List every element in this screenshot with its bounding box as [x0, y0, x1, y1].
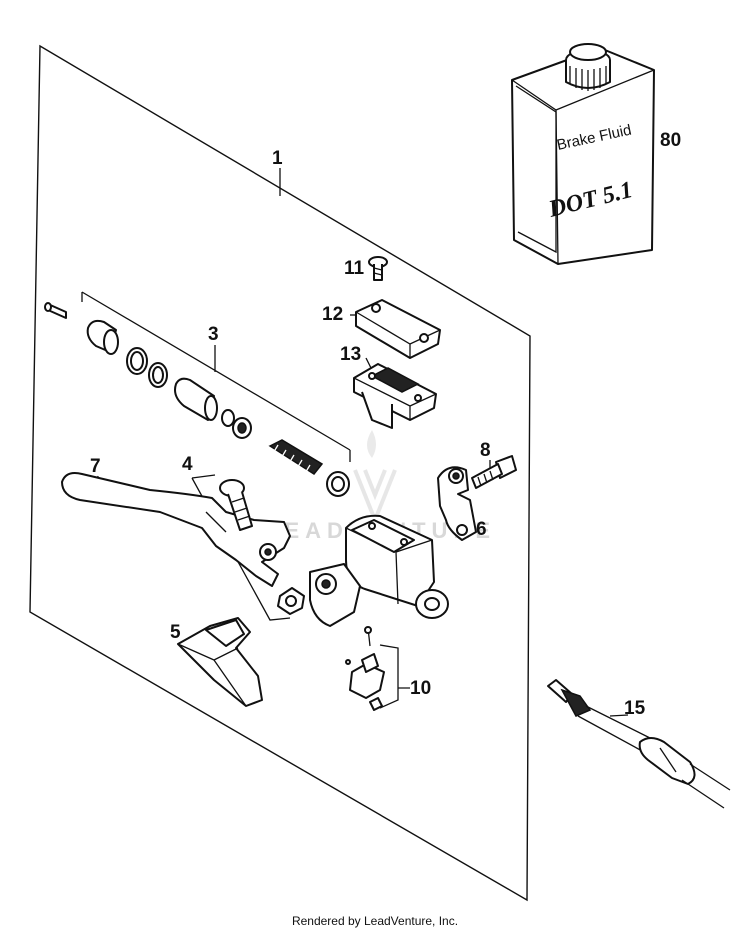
callout-12: 12: [322, 304, 343, 325]
callout-3: 3: [208, 324, 219, 345]
callout-8: 8: [480, 440, 491, 461]
clamp-6: [437, 466, 477, 541]
callout-15: 15: [624, 698, 646, 719]
callout-7: 7: [90, 456, 101, 477]
brake-lever-7: [61, 472, 291, 587]
callout-1: 1: [272, 148, 283, 169]
callout-13: 13: [340, 344, 361, 365]
screw-11: [368, 256, 388, 281]
master-cylinder-body: [309, 514, 449, 627]
callout-80: 80: [660, 130, 681, 151]
callout-10: 10: [410, 678, 431, 699]
diaphragm-13: [353, 363, 437, 429]
reservoir-cover-12: [355, 299, 441, 359]
callout-4: 4: [182, 454, 193, 475]
bolt-8: [471, 455, 517, 489]
callout-5: 5: [170, 622, 181, 643]
footer-credit: Rendered by LeadVenture, Inc.: [291, 914, 459, 928]
brake-switch-10: [345, 626, 385, 711]
lever-guard-5: [177, 617, 263, 707]
callout-11: 11: [344, 258, 365, 279]
piston-kit-3: [44, 302, 350, 497]
pivot-bolt-4: [219, 479, 305, 615]
spring: [268, 439, 324, 476]
assembly-frame: [29, 44, 531, 902]
watermark-logo: [353, 430, 397, 526]
brake-fluid-bottle: Brake Fluid DOT 5.1: [511, 43, 655, 265]
brake-hose-15: [547, 679, 731, 809]
callout-6: 6: [476, 519, 487, 540]
